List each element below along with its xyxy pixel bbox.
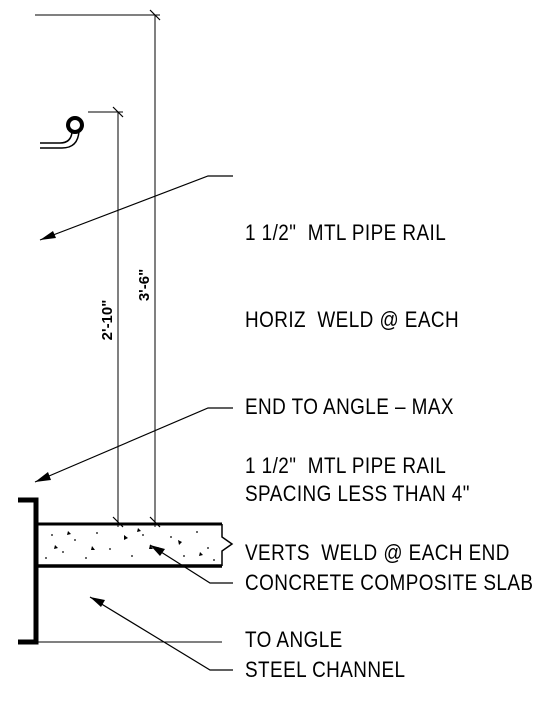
vert-rail-note-line: VERTS WELD @ EACH END (245, 540, 510, 565)
vert-rail-note-line: 1 1/2" MTL PIPE RAIL (245, 453, 447, 478)
vert-rail-note-line: TO ANGLE (245, 627, 343, 652)
top-rail-dimension-text: 3'-6" (136, 269, 153, 301)
pipe-rail-circle (66, 116, 84, 134)
leader-vert-rail (34, 407, 233, 483)
lower-rail-dim-tick-upper (112, 106, 124, 118)
horiz-rail-note-line: SPACING LESS THAN 4" (245, 481, 470, 506)
horiz-rail-note-line: 1 1/2" MTL PIPE RAIL (245, 220, 447, 245)
pipe-rail-rod-outer (40, 130, 80, 149)
arrowhead-vert-rail (35, 472, 51, 482)
arrowhead-slab (150, 545, 165, 556)
steel-channel-web (18, 497, 39, 645)
horiz-rail-note: 1 1/2" MTL PIPE RAIL HORIZ WELD @ EACH E… (245, 160, 470, 566)
slab-aggregate-hatch (45, 528, 215, 561)
leader-slab (149, 544, 233, 584)
horiz-rail-note-line: END TO ANGLE – MAX (245, 394, 454, 419)
lower-rail-dimension-text: 2'-10" (99, 300, 116, 341)
top-rail-dim-tick-upper (149, 9, 161, 21)
pipe-rail-rod-inner (40, 131, 73, 144)
arrowhead-horiz-rail (40, 231, 56, 240)
arrowhead-channel (90, 597, 105, 607)
vert-rail-note: 1 1/2" MTL PIPE RAIL VERTS WELD @ EACH E… (245, 393, 510, 702)
leader-channel (89, 596, 233, 671)
slab-note: CONCRETE COMPOSITE SLAB (245, 570, 534, 595)
slab-break-line (221, 524, 234, 566)
channel-note: STEEL CHANNEL (245, 657, 406, 682)
leader-horiz-rail (39, 175, 233, 241)
pipe-rail-section (40, 116, 84, 149)
concrete-slab (38, 522, 234, 568)
steel-channel (18, 497, 222, 645)
horiz-rail-note-line: HORIZ WELD @ EACH (245, 307, 460, 332)
